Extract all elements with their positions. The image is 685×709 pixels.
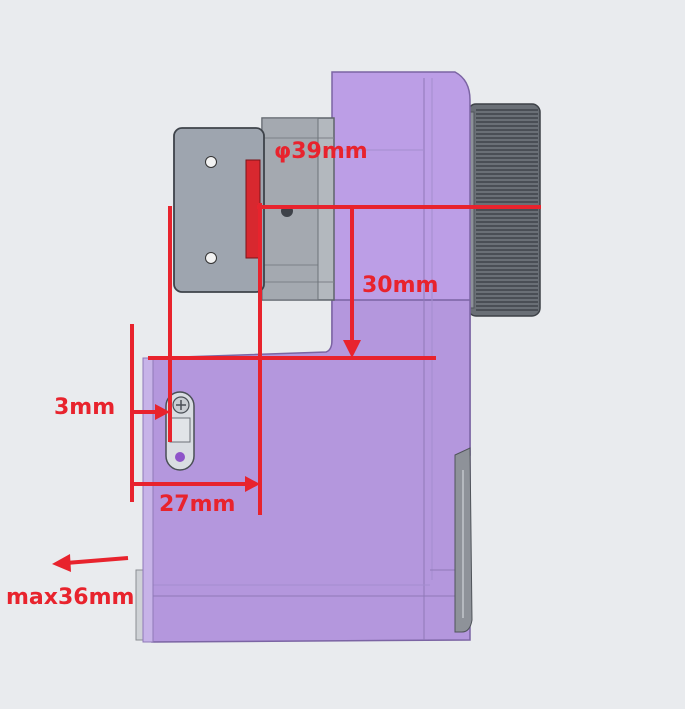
max-thickness-label: max36mm (6, 585, 134, 610)
dimension-lines (65, 203, 541, 565)
adjustment-screw (165, 391, 195, 471)
knob-ridges (476, 109, 538, 311)
mount-depth-label: 27mm (159, 492, 235, 517)
lens-diameter-label: φ39mm (274, 139, 368, 164)
mounting-bracket (173, 127, 265, 293)
height-offset-label: 30mm (362, 273, 438, 298)
dimension-arrowheads (52, 340, 361, 572)
bracket-hole-top (205, 156, 217, 168)
screw-offset-label: 3mm (54, 395, 115, 420)
bracket-hole-bottom (205, 252, 217, 264)
focus-knob (461, 103, 541, 317)
